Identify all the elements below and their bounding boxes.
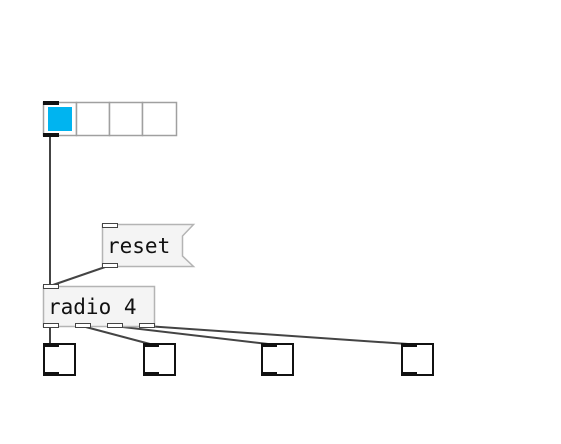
connection-outlet3-to-toggle3[interactable] [113,325,269,345]
toggle-2-outlet [143,372,159,376]
toggle-1-box[interactable] [43,343,76,376]
toggle-1-outlet [43,372,59,376]
object-outlet-4 [139,323,155,328]
object-outlet-3 [107,323,123,328]
toggle-3[interactable] [261,343,294,376]
object-box-shape [42,285,156,328]
radio-cell-3[interactable] [108,101,144,137]
radio-inlet [43,101,59,105]
toggle-4-box[interactable] [401,343,434,376]
radio-selected-marker [48,107,72,131]
toggle-3-inlet [261,343,277,347]
message-inlet [102,223,118,228]
connections [49,135,409,345]
object-box-label: radio 4 [48,295,137,319]
connection-message-to-object[interactable] [49,265,109,287]
toggle-4-inlet [401,343,417,347]
toggle-3-outlet [261,372,277,376]
toggle-2-box[interactable] [143,343,176,376]
message-outlet [102,263,118,268]
toggle-4-outlet [401,372,417,376]
radio-cell-2[interactable] [75,101,111,137]
connection-outlet4-to-toggle4[interactable] [145,325,409,345]
toggle-2-inlet [143,343,159,347]
message-box-reset[interactable]: reset [101,223,196,268]
toggle-1[interactable] [43,343,76,376]
radio-gui[interactable] [42,101,178,137]
object-box-radio-4[interactable]: radio 4 [42,284,156,328]
connection-outlet2-to-toggle2[interactable] [81,325,151,345]
radio-outlet [43,133,59,137]
toggle-1-inlet [43,343,59,347]
toggle-4[interactable] [401,343,434,376]
toggle-2[interactable] [143,343,176,376]
object-outlet-2 [75,323,91,328]
object-outlet-1 [43,323,59,328]
toggle-3-box[interactable] [261,343,294,376]
message-box-label: reset [107,234,170,258]
object-inlet [43,284,59,289]
radio-cell-4[interactable] [141,101,178,137]
